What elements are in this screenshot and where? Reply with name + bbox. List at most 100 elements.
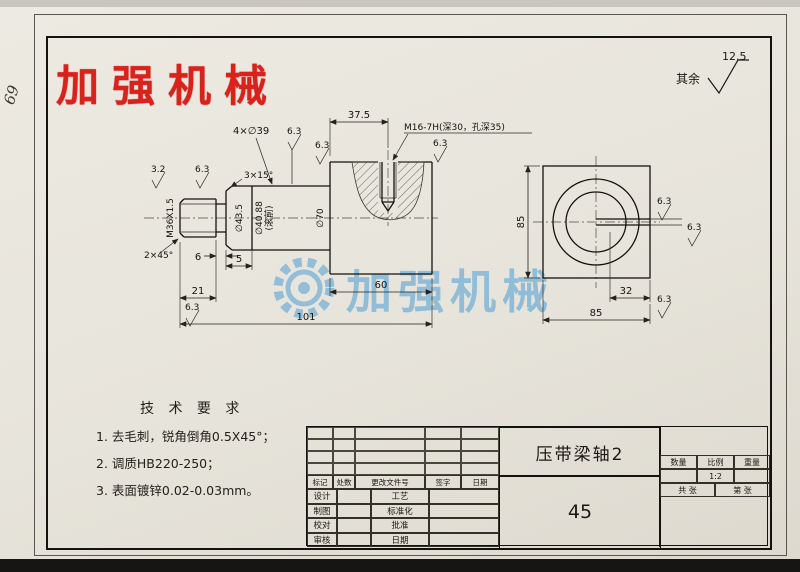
tapped-hole-drill-outline	[381, 162, 395, 213]
staff-date-label: 日期	[371, 532, 429, 547]
svg-text:6.3: 6.3	[433, 139, 447, 149]
svg-text:6.3: 6.3	[315, 141, 329, 151]
revision-header-row: 标记 处数 更改文件号 签字 日期	[307, 475, 499, 489]
shaft-thread-outline	[179, 198, 217, 238]
qty-value	[660, 469, 697, 483]
scanned-paper	[0, 0, 800, 560]
staff-blank	[337, 518, 371, 533]
dim-groove6: 6	[195, 252, 201, 263]
main-view-dimensions: 37.5 M16-7H(深30，孔深35) 101 60 21 6 5 4×∅3…	[144, 110, 532, 328]
title-block-right-section: 数量 比例 重量 1:2 共 张 第 张	[659, 427, 770, 547]
dim-len60: 60	[375, 280, 388, 291]
roughness-mark-body: 6.3	[315, 141, 329, 165]
sheet-outer-border	[34, 14, 787, 556]
staff-blank	[429, 518, 499, 533]
dim-hole-offset: 37.5	[348, 110, 370, 121]
label-chamfer15: 3×15°	[244, 171, 273, 181]
scale-label: 比例	[697, 455, 734, 469]
staff-blank	[429, 503, 499, 518]
label-dia40-pre: ∅40.88	[255, 201, 265, 235]
qty-label: 数量	[660, 455, 697, 469]
staff-blank	[337, 532, 371, 547]
roughness-mark-slot-lower: 6.3	[687, 223, 701, 247]
staff-draft-label: 制图	[307, 503, 337, 518]
roughness-mark-slot-upper: 6.3	[657, 197, 671, 221]
svg-text:6.3: 6.3	[195, 165, 209, 175]
rev-col-sign: 签字	[425, 475, 461, 489]
dim-len21: 21	[192, 286, 205, 297]
material-cell: 45	[499, 475, 661, 549]
staff-blank	[429, 489, 499, 504]
sheet-inner-border	[46, 36, 772, 550]
svg-text:6.3: 6.3	[185, 303, 199, 313]
staff-audit-label: 审核	[307, 532, 337, 547]
rev-col-count: 处数	[333, 475, 355, 489]
roughness-mark-thread: 6.3	[195, 165, 209, 189]
roughness-mark-mid: 6.3	[287, 127, 301, 184]
sheets-total: 共 张	[660, 483, 715, 497]
label-dia70: ∅70	[316, 208, 326, 228]
roughness-mark-shoulder: 6.3	[185, 303, 199, 327]
roughness-prefix-label: 其余	[676, 72, 701, 86]
end-view-bore-circle	[565, 191, 627, 253]
thread-minor-lines	[181, 203, 216, 233]
dim-side85: 85	[516, 216, 527, 229]
label-chamfer45: 2×45°	[144, 251, 173, 261]
roughness-check-icon	[707, 59, 749, 95]
roughness-mark-hole: 6.3	[433, 139, 447, 163]
end-view: 85 32 85 6.3 6.3 6.3	[516, 156, 701, 324]
qty-header-row: 数量 比例 重量	[660, 455, 770, 469]
general-roughness-note: 其余 12.5	[676, 50, 772, 98]
roughness-mark-3-2: 3.2	[151, 165, 165, 189]
svg-text:6.3: 6.3	[657, 197, 671, 207]
sheet-number: 第 张	[715, 483, 770, 497]
end-view-slot	[596, 218, 650, 226]
tech-req-item-2: 2. 调质HB220-250；	[96, 456, 220, 471]
staff-check-label: 校对	[307, 518, 337, 533]
label-dia40-pre-group: ∅40.88 (滚前)	[255, 201, 275, 235]
svg-text:6.3: 6.3	[687, 223, 701, 233]
revision-grid	[307, 427, 499, 475]
qty-values-row: 1:2	[660, 469, 770, 483]
svg-text:6.3: 6.3	[657, 295, 671, 305]
weight-label: 重量	[734, 455, 770, 469]
staff-approve-label: 批准	[371, 518, 429, 533]
rev-col-date: 日期	[461, 475, 499, 489]
svg-text:3.2: 3.2	[151, 165, 165, 175]
tech-req-item-1: 1. 去毛刺，锐角倒角0.5X45°；	[96, 429, 275, 444]
dim-band5: 5	[236, 254, 242, 265]
scale-value: 1:2	[697, 469, 734, 483]
weight-value	[734, 469, 770, 483]
title-block: 标记 处数 更改文件号 签字 日期 设计 工艺 制图 标准化 校对 批准 审核 …	[306, 426, 770, 549]
rev-col-docno: 更改文件号	[355, 475, 425, 489]
staff-standard-label: 标准化	[371, 503, 429, 518]
svg-text:6.3: 6.3	[287, 127, 301, 137]
tech-req-title: 技 术 要 求	[140, 401, 245, 417]
staff-blank	[337, 503, 371, 518]
end-view-square	[542, 165, 651, 279]
dim-overall-length: 101	[296, 312, 315, 323]
engineering-drawing: 37.5 M16-7H(深30，孔深35) 101 60 21 6 5 4×∅3…	[144, 110, 701, 328]
main-view	[144, 150, 438, 275]
sheets-row: 共 张 第 张	[660, 483, 770, 497]
relief-groove	[216, 203, 226, 233]
technical-requirements: 技 术 要 求 1. 去毛刺，锐角倒角0.5X45°； 2. 调质HB220-2…	[96, 398, 336, 499]
staff-design-label: 设计	[307, 489, 337, 504]
dim-slot32: 32	[620, 286, 633, 297]
end-view-centerlines	[533, 156, 660, 288]
dim-width85: 85	[590, 308, 603, 319]
staff-blank	[429, 532, 499, 547]
label-dia40-note: (滚前)	[263, 205, 275, 230]
label-dia435: ∅43.5	[235, 204, 245, 232]
end-view-outer-circle	[552, 178, 640, 266]
tapped-hole-thread-lines	[379, 162, 397, 199]
label-four-holes: 4×∅39	[233, 126, 269, 137]
staff-grid: 设计 工艺 制图 标准化 校对 批准 审核 日期	[307, 489, 499, 547]
label-main-thread: M36X1.5	[166, 198, 176, 238]
rev-col-mark: 标记	[307, 475, 333, 489]
tech-req-item-3: 3. 表面镀锌0.02-0.03mm。	[96, 483, 259, 498]
scan-bottom-edge	[0, 559, 800, 572]
brand-logo-text: 加强机械	[56, 62, 280, 112]
staff-blank	[337, 489, 371, 504]
part-name-cell: 压带梁轴2	[499, 427, 661, 477]
